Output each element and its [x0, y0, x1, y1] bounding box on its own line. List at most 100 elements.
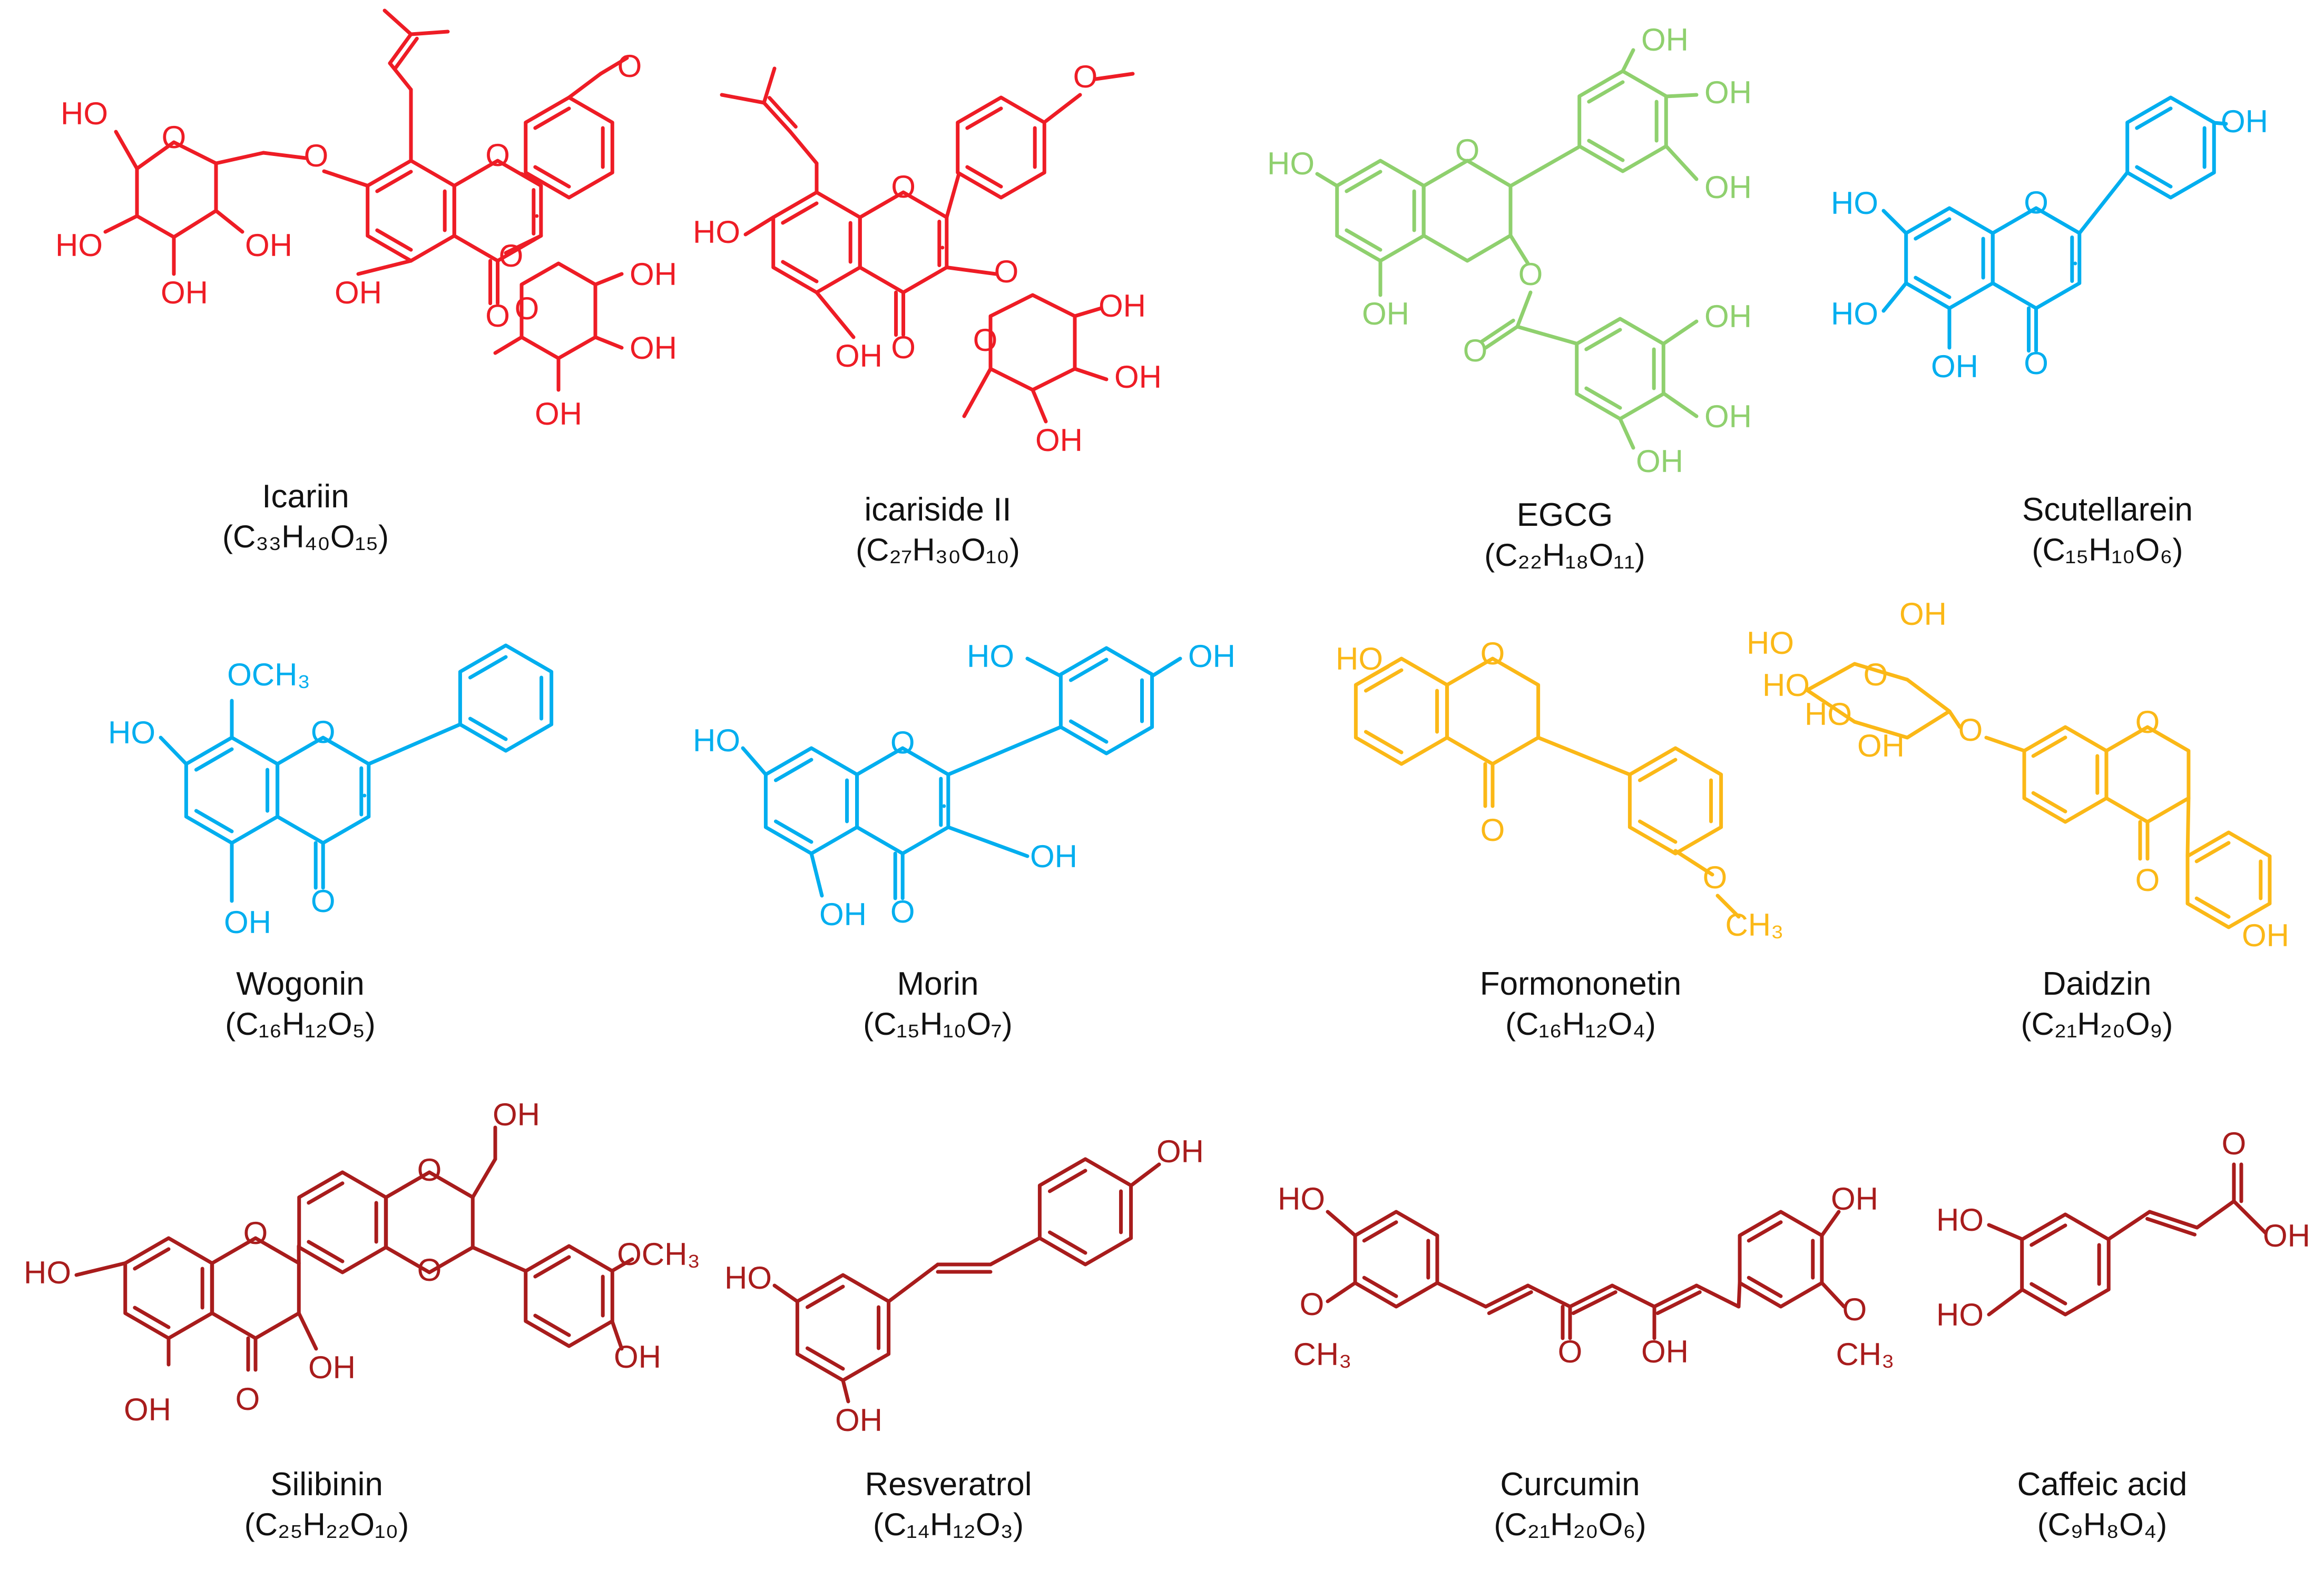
- ring-bond: [524, 95, 614, 200]
- bond: [1621, 48, 1635, 73]
- bond: [1618, 417, 1635, 450]
- double-bond: [965, 106, 1003, 130]
- ring-bond: [2185, 830, 2272, 929]
- bond: [2106, 1210, 2152, 1241]
- compound-name: Morin: [897, 966, 979, 1002]
- atom-label: OH: [1899, 596, 1947, 632]
- bond: [1150, 656, 1182, 678]
- double-bond: [773, 819, 813, 844]
- bond: [1326, 1210, 1357, 1238]
- ring-bond: [184, 735, 280, 845]
- bond: [1073, 367, 1109, 381]
- ring-bond: [1904, 206, 1995, 310]
- caption-egcg: EGCG (C₂₂H₁₈O₁₁): [1459, 495, 1670, 575]
- bond: [1031, 388, 1048, 424]
- caption-icariside-ii: icariside II (C₂₇H₃₀O₁₀): [822, 490, 1054, 570]
- bond: [103, 214, 139, 234]
- atom-label: O: [1480, 812, 1505, 848]
- double-bond: [533, 1313, 571, 1337]
- bond: [383, 8, 413, 36]
- double-bond: [2029, 1223, 2067, 1247]
- bond: [1354, 664, 1390, 687]
- atom-label: O: [485, 298, 510, 334]
- compound-formula: (C₁₅H₁₀O₆): [2032, 532, 2183, 567]
- bond: [887, 1262, 940, 1303]
- atom-label: O: [1703, 860, 1728, 895]
- bond: [159, 735, 188, 766]
- caption-scutellarein: Scutellarein (C₁₅H₁₀O₆): [1992, 490, 2223, 570]
- atom-label: HO: [1278, 1181, 1325, 1217]
- atom-label: O: [2222, 1126, 2247, 1161]
- double-bond: [805, 1346, 845, 1371]
- caption-daidzin: Daidzin (C₂₁H₂₀O₉): [1992, 964, 2202, 1044]
- bond: [297, 1311, 318, 1351]
- bond: [743, 215, 776, 237]
- atom-label: O: [1073, 59, 1098, 94]
- ring-bond: [1421, 159, 1513, 263]
- atom-label: OH: [1099, 288, 1146, 323]
- atom-label: HO: [1831, 296, 1878, 331]
- atom-label: O: [515, 291, 540, 326]
- bond: [504, 234, 543, 255]
- atom-label: HO: [108, 715, 155, 750]
- bond: [1737, 1281, 1742, 1309]
- ring-bond: [2022, 725, 2109, 824]
- bond: [610, 1319, 624, 1351]
- bond: [2185, 796, 2191, 858]
- compound-name: Icariin: [262, 478, 349, 515]
- double-bond: [307, 1240, 345, 1263]
- atom-label: HO: [55, 228, 103, 263]
- bond: [788, 130, 819, 165]
- atom-label: O: [243, 1215, 268, 1251]
- atom-label: HO: [1762, 668, 1810, 703]
- atom-label: OH: [2221, 104, 2268, 139]
- bond: [593, 272, 624, 287]
- atom-label: HO: [1336, 641, 1383, 676]
- bond: [945, 266, 998, 276]
- double-bond: [1479, 318, 1515, 344]
- caption-icariin: Icariin (C₃₃H₄₀O₁₅): [200, 477, 411, 557]
- bond: [114, 130, 139, 171]
- bond: [1984, 735, 2026, 753]
- bond: [2212, 121, 2228, 126]
- atom-label: O: [617, 48, 642, 84]
- compound-formula: (C₉H₈O₄): [2037, 1507, 2168, 1542]
- double-bond: [375, 170, 413, 193]
- caption-formononetin: Formononetin (C₁₆H₁₂O₄): [1465, 964, 1697, 1044]
- double-bond: [1637, 819, 1678, 844]
- bond: [214, 209, 244, 234]
- atom-label: O: [2135, 704, 2160, 740]
- atom-label: OH: [835, 1403, 882, 1438]
- bond: [599, 56, 629, 76]
- bond: [1526, 1283, 1572, 1309]
- atom-label: O: [417, 1152, 442, 1188]
- double-bond: [2031, 735, 2067, 758]
- bond: [1094, 72, 1135, 81]
- atom-label: HO: [1936, 1202, 1984, 1238]
- double-bond: [767, 96, 798, 129]
- atom-label: HO: [693, 214, 740, 250]
- double-bond: [394, 36, 419, 70]
- atom-label: OCH₃: [227, 657, 310, 692]
- ring-bond: [1577, 69, 1668, 173]
- bond: [388, 32, 413, 65]
- bond: [1664, 144, 1699, 181]
- caption-wogonin: Wogonin (C₁₆H₁₂O₅): [195, 964, 406, 1044]
- compound-formula: (C₂₁H₂₀O₉): [2021, 1006, 2173, 1042]
- double-bond: [1655, 1290, 1702, 1316]
- atom-label: O: [2135, 862, 2160, 898]
- double-bond: [1047, 1230, 1087, 1255]
- double-bond: [2029, 1282, 2067, 1306]
- bond: [261, 151, 308, 160]
- bond: [1129, 1162, 1161, 1188]
- ring-bond: [1990, 206, 2082, 310]
- ring-bond: [1058, 646, 1154, 756]
- atom-label: OH: [630, 257, 677, 292]
- compound-formula: (C₃₃H₄₀O₁₅): [222, 519, 389, 554]
